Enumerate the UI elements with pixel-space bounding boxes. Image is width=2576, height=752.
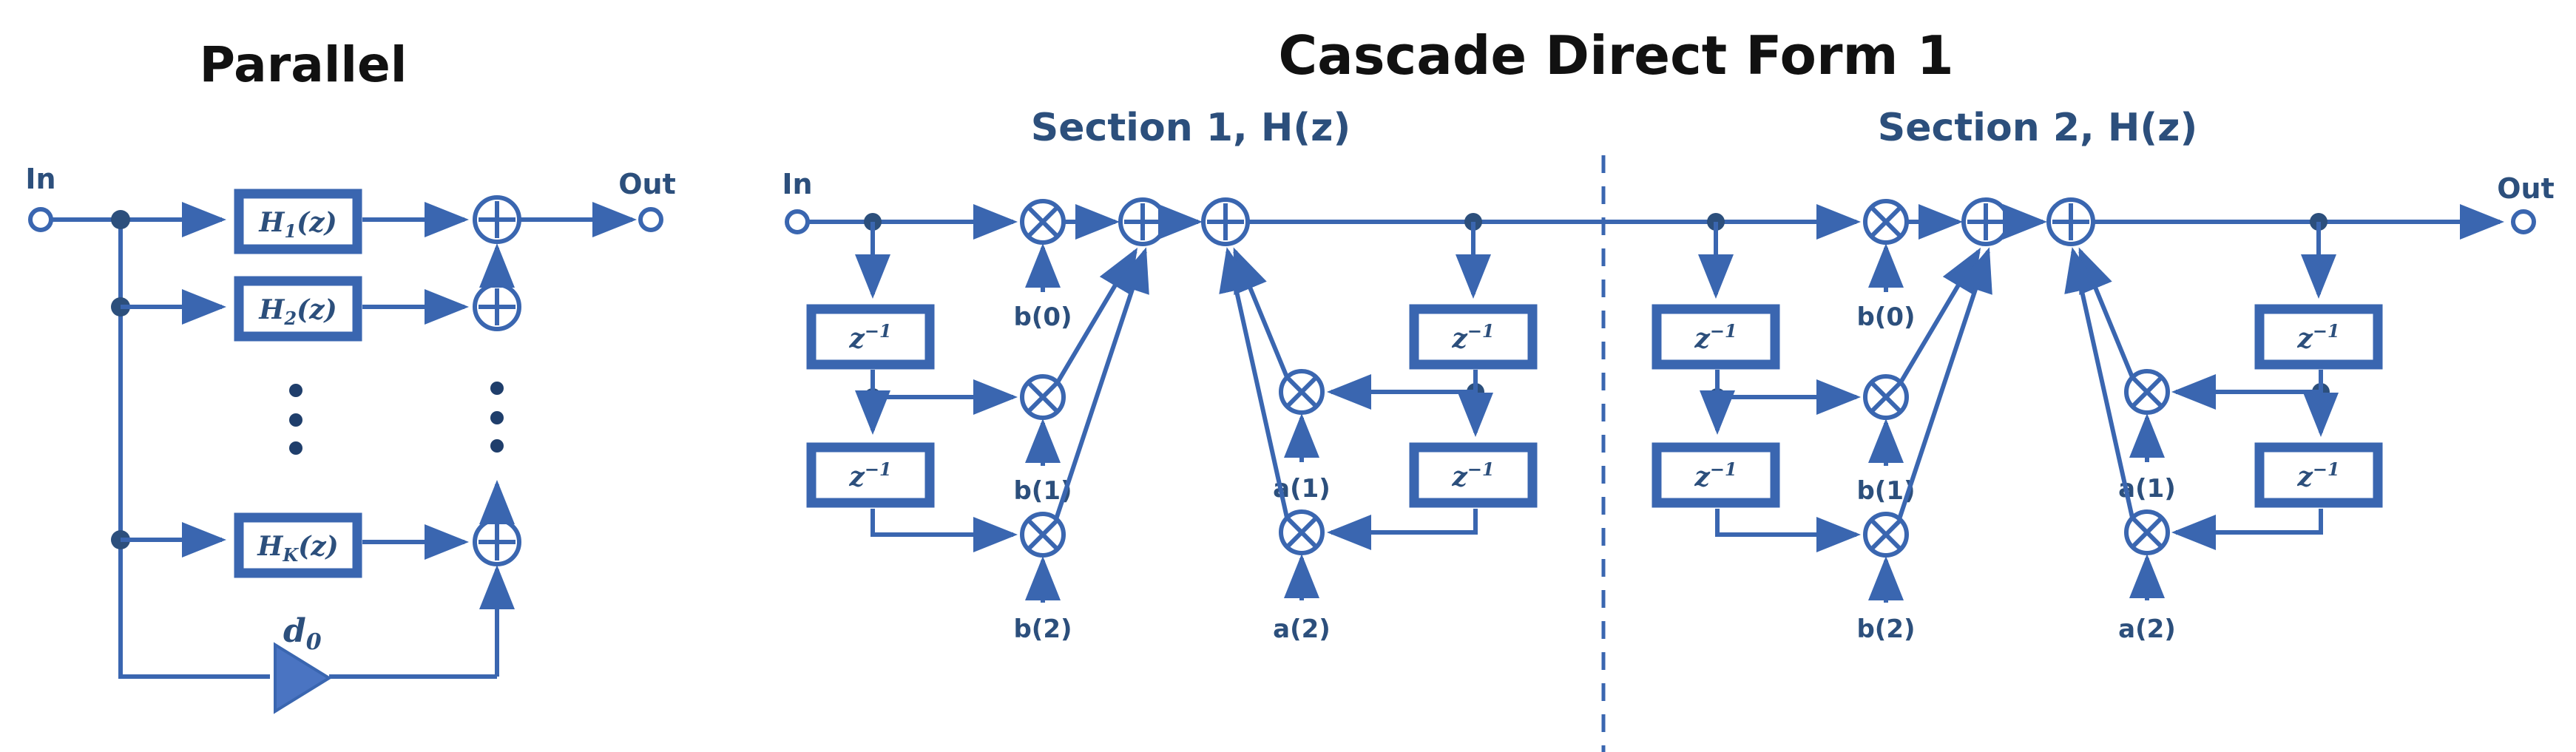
s2-ff-delay-1-label: z−1 <box>1694 320 1737 354</box>
s1-coef-b0: b(0) <box>1013 302 1072 332</box>
gain-d0-label: d0 <box>283 612 322 655</box>
cascade-output-label: Out <box>2497 172 2555 205</box>
s1-fb-delay-2-label: z−1 <box>1451 458 1494 492</box>
ellipsis-dot <box>490 411 504 424</box>
h2-label: H2(z) <box>258 294 337 329</box>
s2-a2-to-adder <box>2064 247 2134 518</box>
parallel-adder-1 <box>473 195 521 244</box>
s1-multiplier-b0 <box>1020 199 1066 245</box>
s2-fb-delay-1 <box>2254 304 2383 370</box>
h2-block <box>234 276 362 342</box>
s1-ff-delay-2 <box>806 442 935 508</box>
parallel-adder-k <box>473 518 521 566</box>
s2-multiplier-a2 <box>2124 509 2170 555</box>
s2-fb-adder <box>2046 197 2095 246</box>
parallel-adder-2 <box>473 282 521 331</box>
s1-coef-a2: a(2) <box>1273 614 1331 644</box>
parallel-junction-1 <box>111 210 130 229</box>
hk-block <box>234 512 362 578</box>
s1-fb-delay-2 <box>1409 442 1538 508</box>
s2-coef-b2: b(2) <box>1856 614 1915 644</box>
s1-fb-delay-1-label: z−1 <box>1451 320 1494 354</box>
s2-b2-to-adder <box>1897 247 1992 520</box>
s2-ff-delay-2-label: z−1 <box>1694 458 1737 492</box>
s1-coef-b2: b(2) <box>1013 614 1072 644</box>
cascade-input-terminal <box>785 209 810 234</box>
section-2-title: Section 2, H(z) <box>1878 106 2197 150</box>
cascade-section-2: z−1 z−1 b(0) b(1) b(2) <box>1652 172 2555 644</box>
cascade-output-terminal <box>2511 209 2536 234</box>
s1-fb-delay-1 <box>1409 304 1538 370</box>
parallel-diagram: In H1(z) H2(z) HK(z) <box>25 163 676 714</box>
section-1-title: Section 1, H(z) <box>1031 106 1350 150</box>
s2-multiplier-a1 <box>2124 369 2170 415</box>
hk-label: HK(z) <box>257 531 338 566</box>
s1-b2-to-adder <box>1054 247 1149 520</box>
ellipsis-dot <box>289 384 302 397</box>
ellipsis-dot <box>289 441 302 455</box>
h1-label: H1(z) <box>258 207 337 242</box>
gain-d0-triangle <box>274 642 332 714</box>
ellipsis-dot <box>289 413 302 427</box>
s2-multiplier-b2 <box>1863 512 1909 558</box>
s2-coef-b0: b(0) <box>1856 302 1915 332</box>
ellipsis-dot <box>490 382 504 395</box>
s1-multiplier-b2 <box>1020 512 1066 558</box>
s2-coef-a2: a(2) <box>2118 614 2176 644</box>
s2-fb-delay-1-label: z−1 <box>2296 320 2339 354</box>
s1-fb-tap-2 <box>1327 509 1478 550</box>
s1-multiplier-a2 <box>1279 509 1325 555</box>
parallel-output-label: Out <box>618 168 676 200</box>
s2-multiplier-b1 <box>1863 374 1909 420</box>
parallel-title: Parallel <box>200 36 408 93</box>
s2-multiplier-b0 <box>1863 199 1909 245</box>
cascade-input-label: In <box>782 168 812 200</box>
s2-ff-delay-2 <box>1652 442 1780 508</box>
s2-fb-delay-2-label: z−1 <box>2296 458 2339 492</box>
s2-tap-2 <box>1715 509 1861 552</box>
s1-ff-adder <box>1118 197 1167 246</box>
s1-multiplier-a1 <box>1279 369 1325 415</box>
s2-fb-tap-2 <box>2171 509 2323 550</box>
parallel-input-label: In <box>25 163 55 195</box>
s1-ff-delay-1-label: z−1 <box>848 320 891 354</box>
s2-ff-adder <box>1961 197 2010 246</box>
s2-ff-delay-1 <box>1652 304 1780 370</box>
parallel-input-terminal <box>28 207 53 232</box>
s1-ff-delay-1 <box>806 304 935 370</box>
parallel-trunk <box>118 220 270 679</box>
s1-ff-delay-2-label: z−1 <box>848 458 891 492</box>
ellipsis-dot <box>490 439 504 453</box>
s2-fb-delay-2 <box>2254 442 2383 508</box>
cascade-section-1: In z−1 z−1 b(0) b(1) b(2) <box>782 168 1768 644</box>
s1-tap-2 <box>871 509 1018 552</box>
s1-multiplier-b1 <box>1020 374 1066 420</box>
parallel-output-terminal <box>638 207 663 232</box>
s1-a2-to-adder <box>1219 247 1289 518</box>
s1-fb-adder <box>1201 197 1250 246</box>
h1-block <box>234 189 362 254</box>
cascade-title: Cascade Direct Form 1 <box>1278 24 1953 87</box>
